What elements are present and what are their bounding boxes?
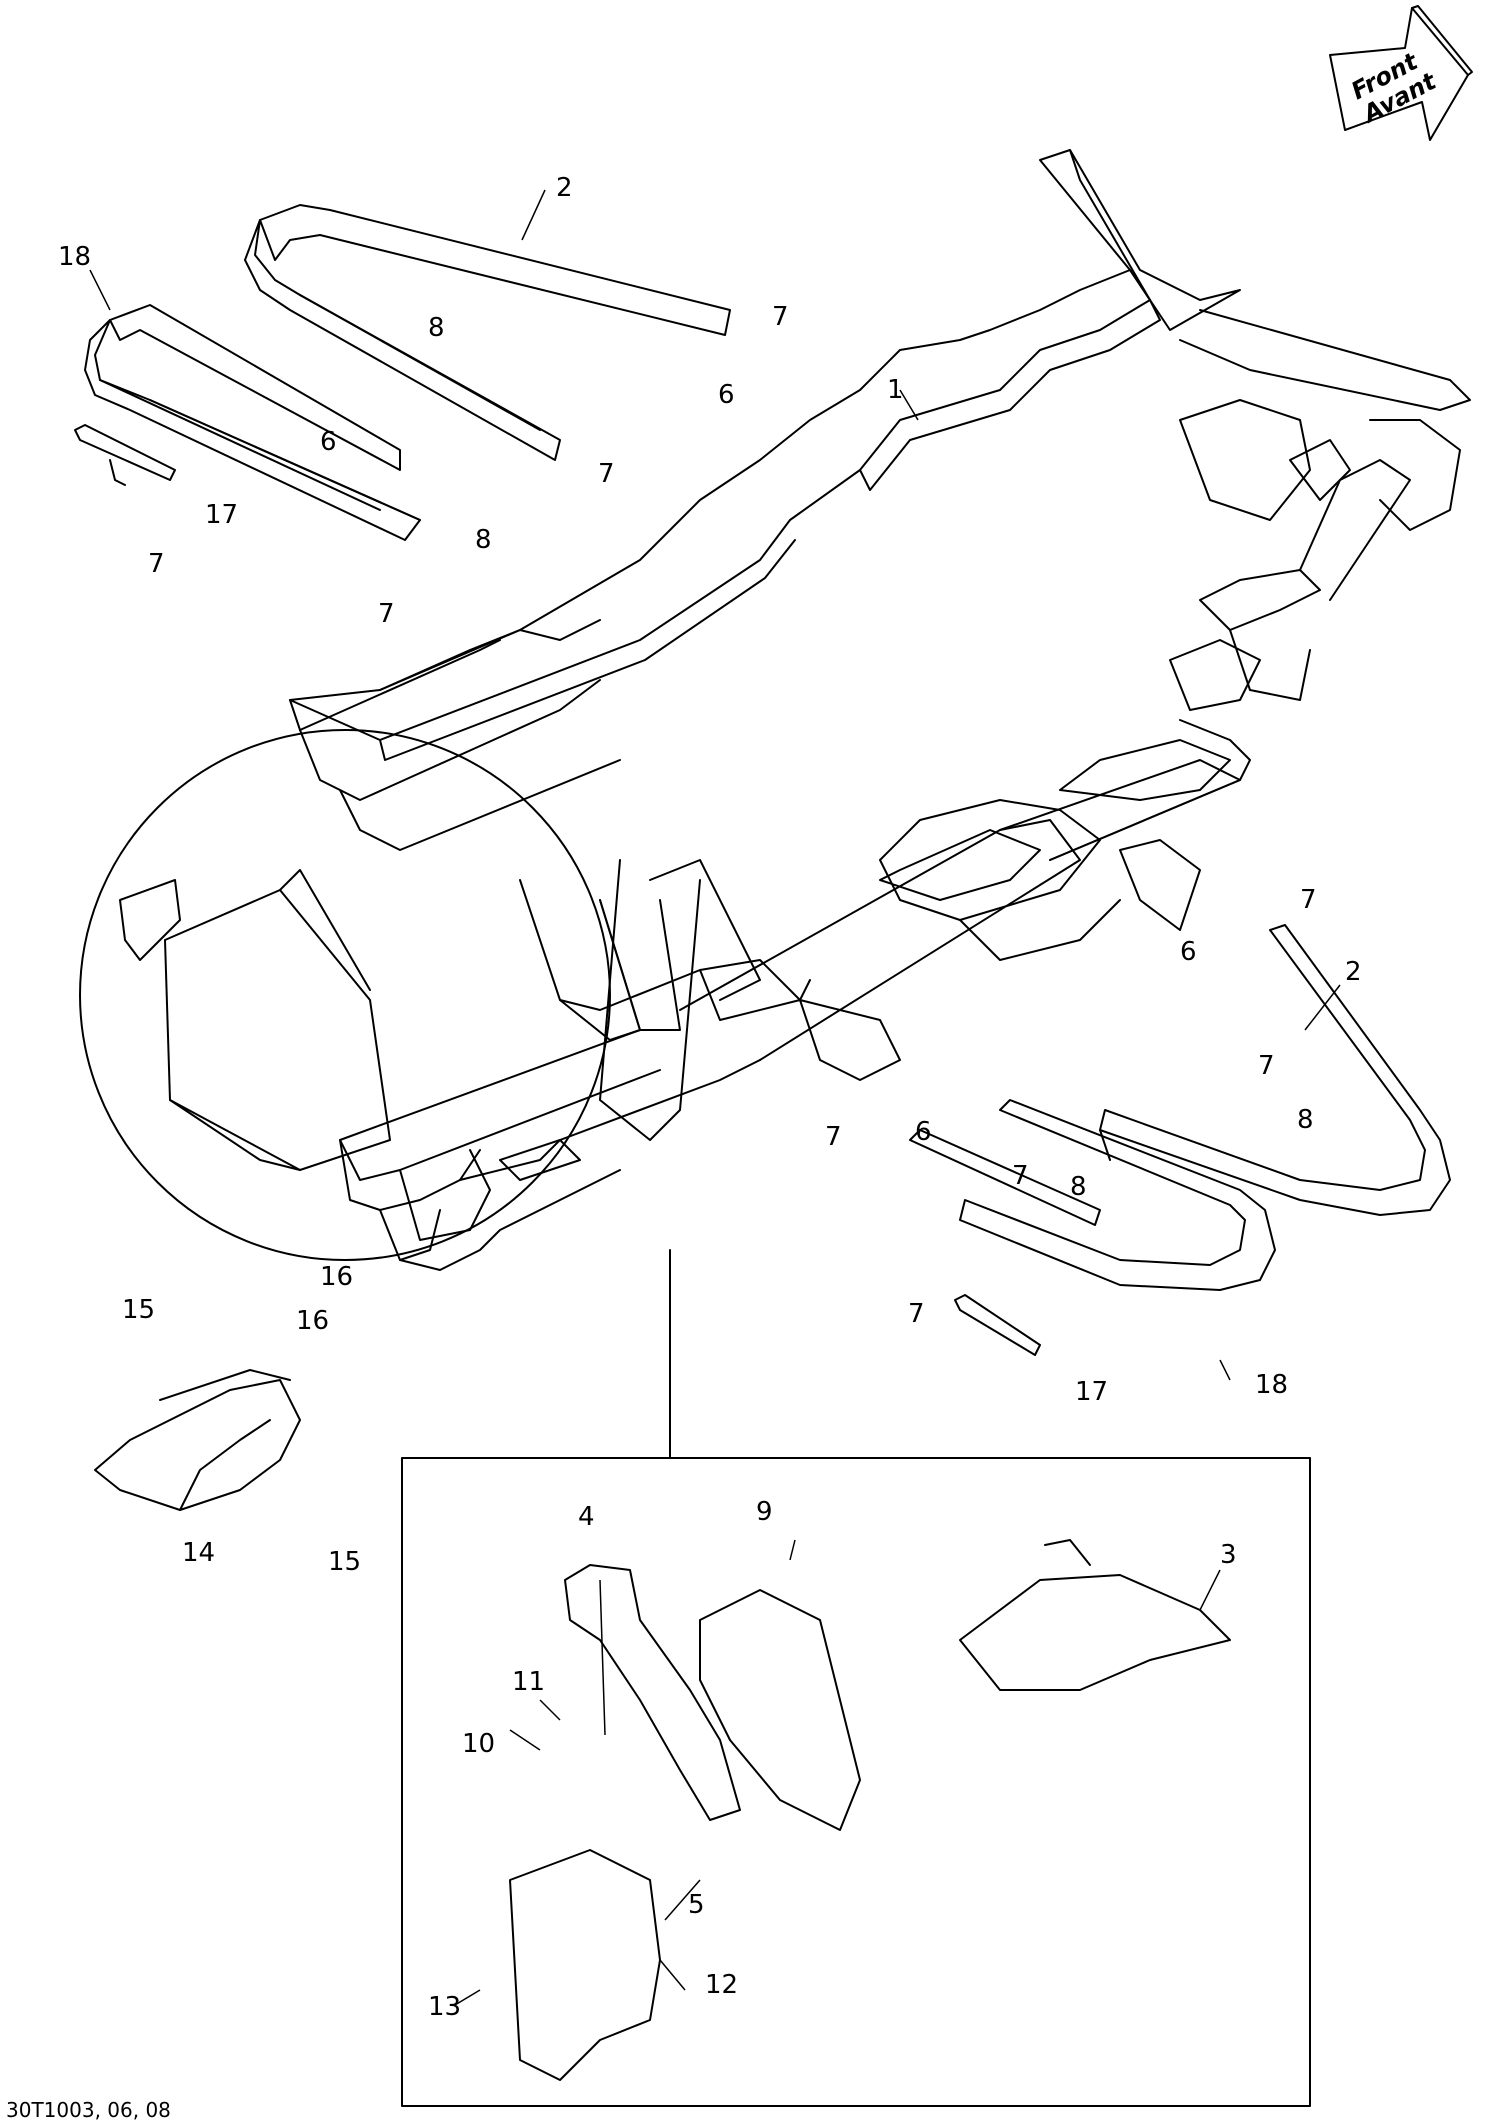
detail-circle — [79, 729, 611, 1261]
callout-7: 7 — [1300, 885, 1317, 915]
callout-14: 14 — [182, 1538, 215, 1568]
callout-17: 17 — [1075, 1377, 1108, 1407]
callout-7: 7 — [772, 302, 789, 332]
callout-7: 7 — [378, 599, 395, 629]
main-frame — [289, 149, 1471, 1271]
callout-17: 17 — [205, 500, 238, 530]
rail-18-lower — [909, 1099, 1276, 1291]
callout-6: 6 — [915, 1117, 932, 1147]
bracket-3 — [959, 1539, 1231, 1691]
callout-16: 16 — [296, 1306, 329, 1336]
leader-lines — [89, 189, 1341, 2006]
callout-7: 7 — [148, 549, 165, 579]
callout-7: 7 — [1258, 1051, 1275, 1081]
bracket-17-upper — [74, 424, 176, 486]
callout-15: 15 — [328, 1547, 361, 1577]
rail-2-lower — [1099, 924, 1451, 1216]
callout-13: 13 — [428, 1992, 461, 2022]
callout-8: 8 — [475, 525, 492, 555]
callout-18: 18 — [58, 242, 91, 272]
callout-7: 7 — [1012, 1161, 1029, 1191]
detail-box — [401, 1457, 1311, 2107]
callout-7: 7 — [908, 1299, 925, 1329]
callout-11: 11 — [512, 1667, 545, 1697]
plate-support — [699, 1589, 861, 1831]
callouts: 1 2 2 3 4 5 6 6 6 6 7 7 7 7 7 7 7 7 7 8 … — [58, 173, 1362, 2022]
callout-6: 6 — [320, 427, 337, 457]
bracket-4 — [564, 1564, 741, 1821]
rail-18-upper — [84, 304, 421, 541]
document-code: 30T1003, 06, 08 — [6, 2098, 171, 2122]
callout-6: 6 — [718, 380, 735, 410]
callout-9: 9 — [756, 1497, 773, 1527]
callout-1: 1 — [887, 375, 904, 405]
plate-5 — [509, 1849, 661, 2081]
callout-2: 2 — [1345, 957, 1362, 987]
callout-10: 10 — [462, 1729, 495, 1759]
callout-7: 7 — [598, 459, 615, 489]
rail-2-upper — [244, 204, 731, 461]
callout-4: 4 — [578, 1502, 595, 1532]
callout-8: 8 — [428, 313, 445, 343]
callout-2: 2 — [556, 173, 573, 203]
callout-8: 8 — [1297, 1105, 1314, 1135]
front-arrow-icon — [1329, 5, 1473, 141]
detail-circle-parts — [119, 869, 391, 1171]
callout-8: 8 — [1070, 1172, 1087, 1202]
bracket-14 — [94, 1369, 301, 1511]
callout-18: 18 — [1255, 1370, 1288, 1400]
callout-15: 15 — [122, 1295, 155, 1325]
callout-6: 6 — [1180, 937, 1197, 967]
callout-3: 3 — [1220, 1540, 1237, 1570]
callout-5: 5 — [688, 1890, 705, 1920]
callout-7: 7 — [825, 1122, 842, 1152]
callout-16: 16 — [320, 1262, 353, 1292]
bracket-17-lower — [954, 1294, 1041, 1356]
callout-12: 12 — [705, 1970, 738, 2000]
